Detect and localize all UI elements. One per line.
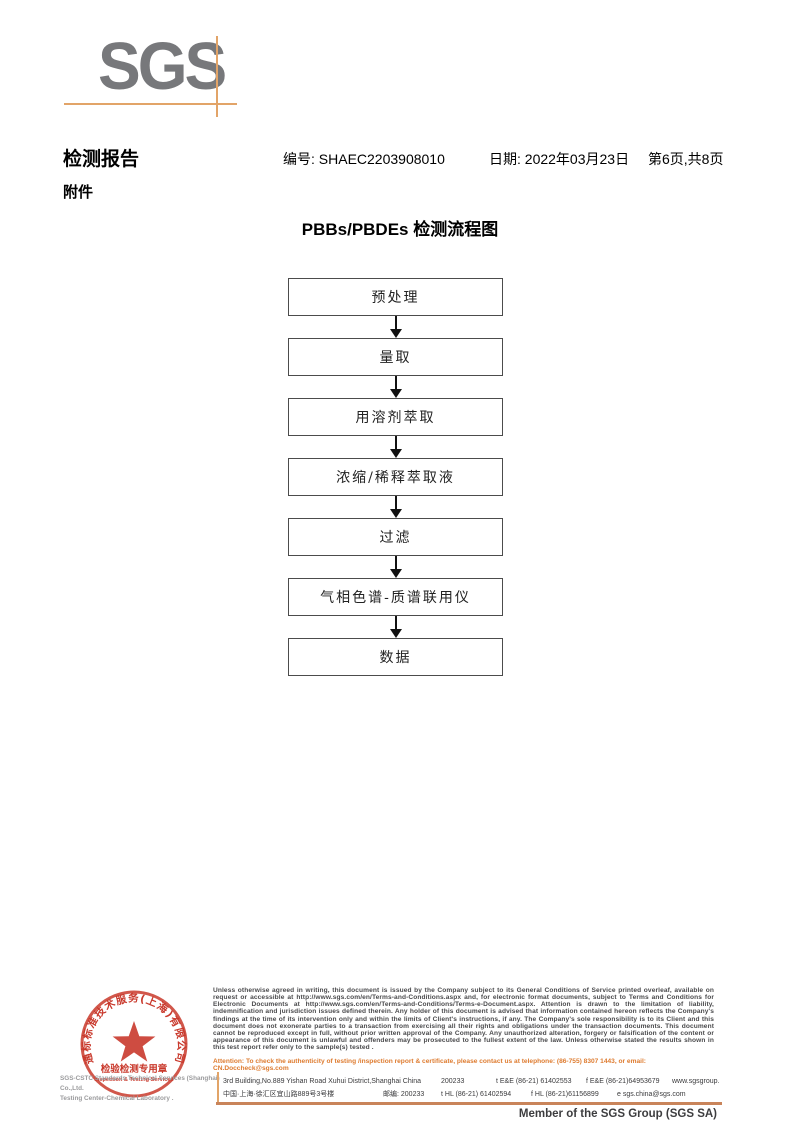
flow-step-solvent-extraction: 用溶剂萃取	[288, 398, 503, 436]
stamp-seal-icon: 通标标准技术服务(上海)有限公司 检验检测专用章 Inspection & Te…	[80, 990, 188, 1098]
company-name-block: SGS-CSTC Standards Technical Services (S…	[60, 1074, 230, 1104]
address-en: 3rd Building,No.889 Yishan Road Xuhui Di…	[223, 1078, 422, 1085]
company-name-line1: SGS-CSTC Standards Technical Services (S…	[60, 1075, 220, 1092]
logo-horizontal-rule	[64, 103, 237, 105]
stamp-inner-text-en: Inspection & Testing Services	[94, 1077, 173, 1083]
fax-hl: f HL (86-21)61156899	[531, 1091, 599, 1098]
attention-notice: Attention: To check the authenticity of …	[213, 1058, 646, 1073]
report-number: 编号: SHAEC2203908010	[283, 151, 445, 167]
arrow-down-icon	[389, 616, 402, 638]
email-address: e sgs.china@sgs.com	[617, 1091, 686, 1098]
postal-code: 200233	[441, 1078, 465, 1085]
flow-step-filter: 过滤	[288, 518, 503, 556]
address-row-cn: 中国·上海·徐汇区宜山路889号3号楼 邮编: 200233 t HL (86-…	[223, 1088, 719, 1101]
legal-terms-text: Unless otherwise agreed in writing, this…	[213, 987, 714, 1052]
address-cn: 中国·上海·徐汇区宜山路889号3号楼	[223, 1091, 335, 1098]
arrow-down-icon	[389, 556, 402, 578]
page-indicator: 第6页,共8页	[648, 151, 724, 167]
flowchart: 预处理 量取 用溶剂萃取 浓缩/稀释萃取液 过滤 气相色谱-质谱联用仪 数据	[288, 278, 503, 676]
phone-hl: t HL (86-21) 61402594	[441, 1091, 512, 1098]
flow-step-pretreatment: 预处理	[288, 278, 503, 316]
sgs-logo: SGS	[98, 28, 227, 104]
report-date: 日期: 2022年03月23日	[489, 151, 630, 167]
logo-vertical-rule	[216, 36, 218, 117]
postal-code-cn: 邮编: 200233	[383, 1091, 425, 1098]
address-block: 3rd Building,No.889 Yishan Road Xuhui Di…	[223, 1075, 719, 1101]
flowchart-title: PBBs/PBDEs 检测流程图	[301, 220, 499, 239]
inspection-stamp: 通标标准技术服务(上海)有限公司 检验检测专用章 Inspection & Te…	[78, 988, 190, 1100]
sgs-member-text: Member of the SGS Group (SGS SA)	[518, 1108, 717, 1120]
address-vertical-rule	[217, 1072, 219, 1103]
flow-step-data: 数据	[288, 638, 503, 676]
flow-step-concentrate-dilute: 浓缩/稀释萃取液	[288, 458, 503, 496]
fax-ee: f E&E (86-21)64953679	[586, 1078, 660, 1085]
phone-ee: t E&E (86-21) 61402553	[496, 1078, 572, 1085]
arrow-down-icon	[389, 496, 402, 518]
flow-step-gcms: 气相色谱-质谱联用仪	[288, 578, 503, 616]
company-name-line2: Testing Center-Chemical Laboratory .	[60, 1095, 174, 1102]
arrow-down-icon	[389, 316, 402, 338]
address-row-en: 3rd Building,No.889 Yishan Road Xuhui Di…	[223, 1075, 719, 1088]
stamp-star-icon	[112, 1021, 156, 1062]
website-url: www.sgsgroup.com.cn	[672, 1078, 719, 1085]
arrow-down-icon	[389, 436, 402, 458]
stamp-inner-text-cn: 检验检测专用章	[101, 1063, 168, 1075]
attachment-label: 附件	[63, 184, 94, 201]
flow-step-measure: 量取	[288, 338, 503, 376]
arrow-down-icon	[389, 376, 402, 398]
report-title: 检测报告	[63, 149, 140, 170]
footer-horizontal-rule	[216, 1102, 722, 1105]
